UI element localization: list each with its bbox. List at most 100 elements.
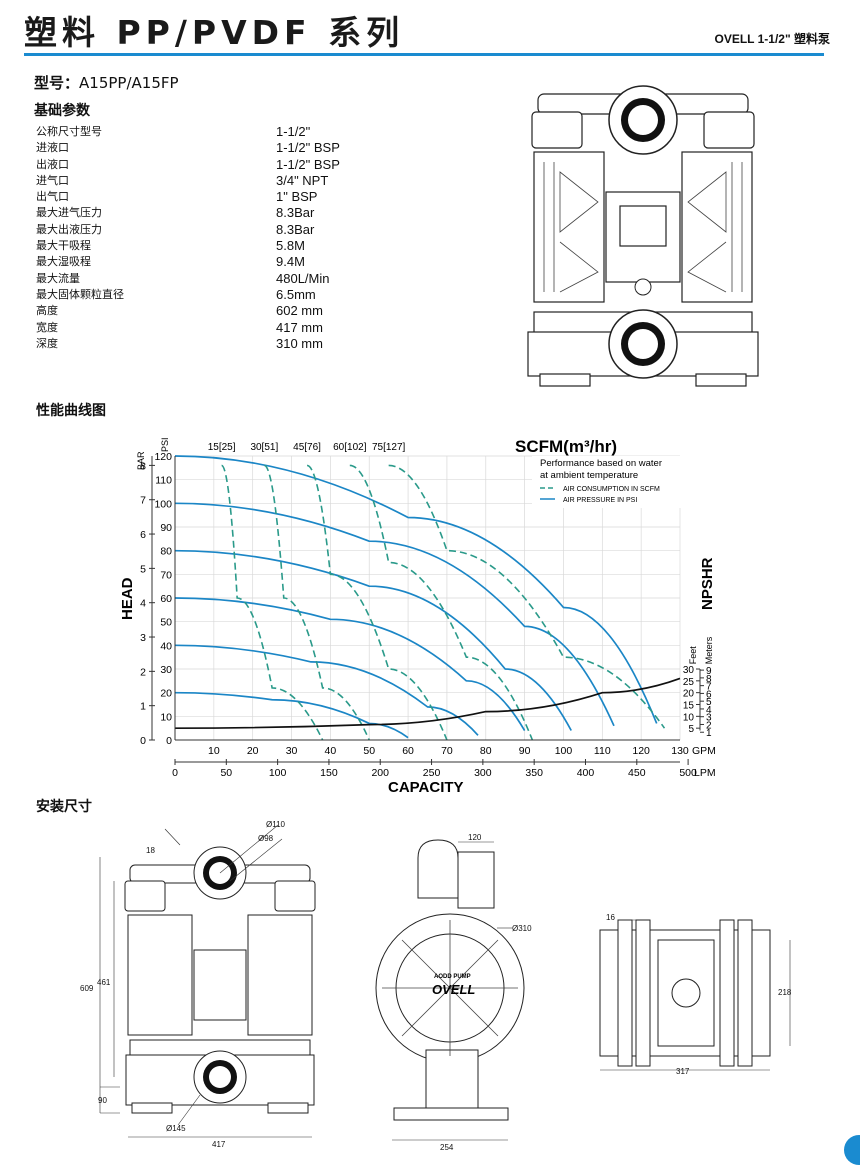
npshr-meters-tick: 6 — [706, 689, 712, 700]
model-value: A15PP/A15FP — [79, 74, 179, 92]
spec-value: 602 mm — [276, 303, 323, 319]
y-tick-bar: 1 — [140, 701, 146, 713]
section-performance-curve: 性能曲线图 — [36, 403, 106, 419]
npshr-meters-tick: 7 — [706, 682, 712, 693]
dim-top-small-width: 16 — [606, 913, 615, 922]
section-install-dimensions: 安装尺寸 — [36, 799, 92, 815]
y-tick-bar: 0 — [140, 735, 146, 747]
x-tick-lpm: 150 — [320, 767, 338, 779]
y-tick-bar: 4 — [140, 598, 146, 610]
spec-key: 最大固体颗粒直径 — [36, 287, 124, 301]
air-consumption-curve — [263, 464, 370, 741]
dim-front-width: 417 — [212, 1140, 226, 1149]
spec-row: 高度 602 mm — [36, 303, 366, 319]
chart-right-label: NPSHR — [699, 557, 716, 610]
x-tick-gpm: 90 — [519, 745, 531, 757]
npshr-feet-tick: 5 — [688, 724, 694, 735]
air-pressure-curve — [174, 502, 615, 727]
legend-dashed: AIR CONSUMPTION IN SCFM — [563, 486, 660, 493]
spec-key: 最大干吸程 — [36, 239, 91, 253]
page-title: 塑料 PP/PVDF 系列 — [24, 13, 405, 52]
model-line: 型号：A15PP/A15FP — [34, 72, 179, 93]
y-tick-psi: 80 — [160, 546, 172, 558]
dim-top-height: 218 — [778, 988, 792, 997]
spec-value: 8.3Bar — [276, 205, 315, 221]
y-tick-psi: 20 — [160, 688, 172, 700]
side-logo: OVELL — [432, 982, 475, 997]
spec-key: 宽度 — [36, 320, 58, 334]
y-tick-psi: 60 — [160, 593, 172, 605]
x-tick-gpm: 30 — [286, 745, 298, 757]
npshr-feet-tick: 10 — [683, 712, 695, 723]
y-tick-bar: 6 — [140, 529, 146, 541]
spec-key: 进气口 — [36, 173, 69, 187]
y-tick-psi: 10 — [160, 711, 172, 723]
y-tick-psi: 100 — [154, 498, 172, 510]
air-pressure-curve — [174, 691, 409, 739]
legend-solid: AIR PRESSURE IN PSI — [563, 497, 637, 504]
npshr-meters-tick: 1 — [706, 728, 712, 739]
spec-key: 高度 — [36, 304, 58, 318]
x-tick-gpm: 110 — [594, 745, 611, 757]
x-tick-gpm: 80 — [480, 745, 492, 757]
y-tick-bar: 8 — [140, 460, 146, 472]
x-tick-gpm: 10 — [208, 745, 220, 757]
npshr-meters-tick: 4 — [706, 705, 712, 716]
scfm-label: 30[51] — [250, 442, 278, 453]
y-tick-bar: 2 — [140, 666, 146, 678]
y-tick-psi: 90 — [160, 522, 172, 534]
spec-key: 最大进气压力 — [36, 206, 102, 220]
legend-note-1: Performance based on water — [540, 458, 662, 469]
performance-chart: 0102030405060708090100110120012345678BAR… — [119, 437, 716, 796]
x-tick-lpm: 50 — [220, 767, 232, 779]
spec-value: 3/4" NPT — [276, 172, 329, 188]
x-tick-lpm: 450 — [628, 767, 646, 779]
y-tick-psi: 110 — [155, 475, 172, 487]
x-tick-lpm: 250 — [423, 767, 441, 779]
side-logo-small: AODD PUMP — [434, 974, 471, 980]
dim-side-top: 120 — [468, 833, 482, 842]
x-tick-gpm: 40 — [325, 745, 337, 757]
air-consumption-curve — [306, 464, 448, 741]
dim-side-diameter: Ø310 — [512, 924, 532, 933]
spec-row: 最大进气压力 8.3Bar — [36, 205, 366, 221]
dim-front-d1: Ø110 — [266, 820, 286, 829]
scfm-label: 60[102] — [333, 442, 367, 453]
npshr-feet-tick: 20 — [683, 689, 695, 700]
x-tick-lpm: 100 — [269, 767, 287, 779]
section-basic-params: 基础参数 — [34, 103, 90, 119]
spec-row: 进气口 3/4" NPT — [36, 173, 366, 189]
air-consumption-curve — [388, 464, 666, 729]
x-tick-lpm: 350 — [525, 767, 543, 779]
y-tick-bar: 5 — [140, 563, 146, 575]
air-consumption-curve — [349, 464, 534, 741]
chart-xlabel: CAPACITY — [388, 779, 464, 796]
y-unit-psi: PSI — [160, 437, 170, 452]
scfm-label: 15[25] — [208, 442, 236, 453]
npshr-feet-label: Feet — [688, 646, 698, 665]
x-tick-gpm: 70 — [441, 745, 453, 757]
spec-key: 最大湿吸程 — [36, 255, 91, 269]
x-unit-lpm: LPM — [694, 767, 716, 779]
spec-value: 1-1/2" BSP — [276, 156, 340, 172]
npshr-feet-tick: 30 — [683, 665, 695, 676]
legend-note-2: at ambient temperature — [540, 470, 638, 481]
dim-front-height-inner: 461 — [97, 978, 111, 987]
npshr-curve — [174, 677, 681, 730]
header-rule — [24, 53, 824, 56]
spec-value: 480L/Min — [276, 270, 330, 286]
dim-front-height-total: 609 — [80, 984, 94, 993]
corner-accent — [844, 1135, 860, 1165]
dim-front-offset: 18 — [146, 846, 155, 855]
dim-front-height-base: 90 — [98, 1096, 107, 1105]
dim-front-bottom-diameter: Ø145 — [166, 1124, 186, 1133]
